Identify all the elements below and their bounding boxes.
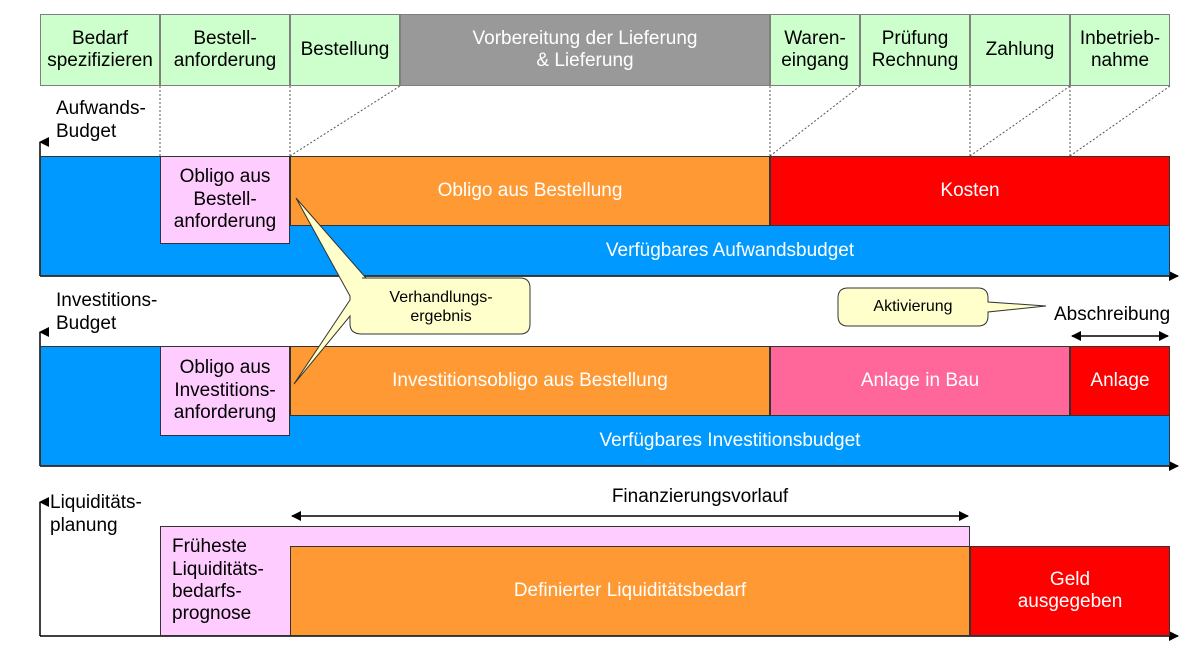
phase-pruefung-rechnung: Prüfung Rechnung	[860, 14, 970, 86]
liquiditaet-definierter-bedarf: Definierter Liquiditätsbedarf	[290, 546, 970, 636]
verhandlung-callout-shape	[293, 197, 531, 385]
aufwand-obligo-anforderung: Obligo aus Bestell- anforderung	[160, 156, 290, 244]
aufwand-kosten: Kosten	[770, 156, 1170, 226]
invest-obligo-bestellung: Investitionsobligo aus Bestellung	[290, 346, 770, 416]
liquiditaet-prognose-label: Früheste Liquiditäts- bedarfs- prognose	[172, 536, 264, 625]
aktivierung-callout-shape	[837, 287, 1047, 327]
phase-inbetriebnahme: Inbetrieb- nahme	[1070, 14, 1170, 86]
phase-bedarf-spezifizieren: Bedarf spezifizieren	[40, 14, 160, 86]
dotted-guides	[159, 85, 1171, 157]
phase-vorbereitung-lieferung: Vorbereitung der Lieferung & Lieferung	[400, 14, 770, 86]
invest-axis-label: Investitions- Budget	[56, 290, 158, 334]
invest-anlage: Anlage	[1070, 346, 1170, 416]
invest-anlage-in-bau: Anlage in Bau	[770, 346, 1070, 416]
phase-zahlung: Zahlung	[970, 14, 1070, 86]
abschreibung-label: Abschreibung	[1054, 304, 1171, 325]
aufwand-obligo-bestellung: Obligo aus Bestellung	[290, 156, 770, 226]
aufwand-axis-label: Aufwands- Budget	[56, 98, 146, 142]
invest-verfuegbar: Verfügbares Investitionsbudget	[599, 429, 861, 451]
liquiditaet-axis-label: Liquiditäts- planung	[50, 492, 142, 536]
aktivierung-callout-text: Aktivierung	[873, 298, 953, 316]
invest-obligo-anforderung: Obligo aus Investitions- anforderung	[160, 346, 290, 436]
finanzierungsvorlauf-label: Finanzierungsvorlauf	[611, 486, 789, 507]
aufwand-verfuegbar: Verfügbares Aufwandsbudget	[605, 239, 855, 261]
phase-bestellung: Bestellung	[290, 14, 400, 86]
verhandlung-callout-text: Verhandlungs- ergebnis	[389, 288, 493, 325]
phase-bestellanforderung: Bestell- anforderung	[160, 14, 290, 86]
phase-wareneingang: Waren- eingang	[770, 14, 860, 86]
liquiditaet-geld-ausgegeben: Geld ausgegeben	[970, 546, 1170, 636]
